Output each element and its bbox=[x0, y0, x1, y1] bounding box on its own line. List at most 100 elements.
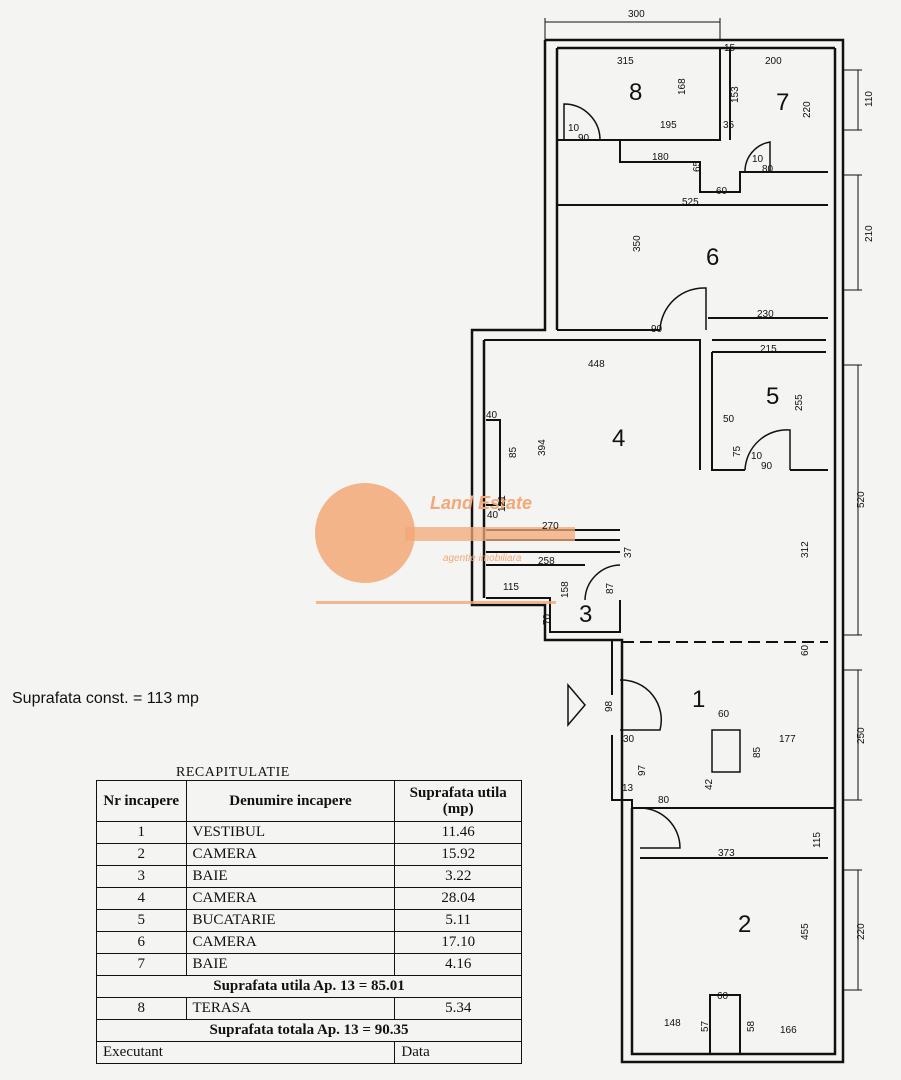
dimension-label: 97 bbox=[637, 764, 648, 776]
dimension-label: 312 bbox=[800, 541, 811, 558]
dimension-label: 455 bbox=[800, 923, 811, 940]
executant-label: Executant bbox=[95, 1041, 396, 1064]
interior-walls bbox=[484, 48, 835, 1054]
dimension-label: 57 bbox=[700, 1020, 711, 1032]
subtotal-text: Suprafata utila Ap. 13 = 85.01 bbox=[96, 975, 522, 998]
dimension-label: 255 bbox=[794, 394, 805, 411]
room-name: CAMERA bbox=[185, 843, 396, 866]
dimension-label: 60 bbox=[717, 991, 729, 1002]
dimension-label: 58 bbox=[746, 1020, 757, 1032]
dimension-label: 60 bbox=[800, 644, 811, 656]
dimension-label: 153 bbox=[730, 86, 741, 103]
watermark-subtitle: agentie imobiliara bbox=[443, 553, 522, 564]
dimension-label: 87 bbox=[605, 582, 616, 594]
table-row: 6 CAMERA 17.10 bbox=[96, 931, 522, 954]
dimension-label: 13 bbox=[622, 783, 634, 794]
dimension-label: 40 bbox=[486, 410, 498, 421]
recap-title: RECAPITULATIE bbox=[176, 765, 290, 780]
dimension-label: 195 bbox=[660, 120, 677, 131]
construction-surface-text: Suprafata const. = 113 mp bbox=[12, 690, 199, 707]
room-name: VESTIBUL bbox=[185, 821, 396, 844]
room-name: CAMERA bbox=[185, 931, 396, 954]
room-number: 6 bbox=[706, 244, 719, 271]
dimension-label: 525 bbox=[682, 197, 699, 208]
dimension-label: 10 bbox=[751, 451, 763, 462]
room-name: CAMERA bbox=[185, 887, 396, 910]
dimension-label: 373 bbox=[718, 848, 735, 859]
date-label: Data bbox=[394, 1041, 522, 1064]
dimension-label: 10 bbox=[568, 123, 580, 134]
room-number: 1 bbox=[692, 686, 705, 713]
dimension-labels: 300 15 315 200 168 153 220 110 195 35 10… bbox=[486, 9, 875, 1036]
table-header-row: Nr incapere Denumire incapere Suprafata … bbox=[96, 780, 522, 822]
room-labels: 1 2 3 4 5 6 7 8 bbox=[579, 79, 789, 938]
dimension-label: 40 bbox=[487, 510, 499, 521]
dimension-label: 350 bbox=[632, 235, 643, 252]
outer-walls bbox=[470, 38, 845, 1064]
dimension-label: 80 bbox=[762, 164, 774, 175]
table-row: 8 TERASA 5.34 bbox=[96, 997, 522, 1020]
dimension-label: 90 bbox=[578, 133, 590, 144]
dimension-label: 80 bbox=[658, 795, 670, 806]
room-name: TERASA bbox=[185, 997, 396, 1020]
header-area: Suprafata utila (mp) bbox=[394, 780, 522, 822]
dimension-label: 300 bbox=[628, 9, 645, 20]
dimension-label: 15 bbox=[724, 43, 736, 54]
room-number: 5 bbox=[766, 383, 779, 410]
dimension-label: 315 bbox=[617, 56, 634, 67]
dimension-label: 158 bbox=[560, 581, 571, 598]
room-nr: 8 bbox=[96, 997, 187, 1020]
room-name: BAIE bbox=[185, 865, 396, 888]
table-row: 3 BAIE 3.22 bbox=[96, 865, 522, 888]
table-row: 2 CAMERA 15.92 bbox=[96, 843, 522, 866]
dimension-label: 70 bbox=[542, 613, 553, 625]
watermark-brand: Land Estate bbox=[430, 493, 532, 513]
dimension-label: 121 bbox=[497, 495, 508, 512]
door-swings bbox=[563, 103, 791, 849]
room-number: 8 bbox=[629, 79, 642, 106]
room-nr: 6 bbox=[96, 931, 187, 954]
room-area: 3.22 bbox=[394, 865, 522, 888]
dimension-label: 30 bbox=[623, 734, 635, 745]
dimension-label: 148 bbox=[664, 1018, 681, 1029]
room-area: 4.16 bbox=[394, 953, 522, 976]
dimension-label: 60 bbox=[718, 709, 730, 720]
total-text: Suprafata totala Ap. 13 = 90.35 bbox=[96, 1019, 522, 1042]
dimension-label: 270 bbox=[542, 521, 559, 532]
room-number: 7 bbox=[776, 89, 789, 116]
dimension-label: 90 bbox=[651, 324, 663, 335]
dimension-label: 110 bbox=[864, 91, 875, 107]
watermark-logo: Land Estate agentie imobiliara bbox=[315, 483, 575, 604]
dimension-label: 394 bbox=[537, 439, 548, 456]
dimension-label: 258 bbox=[538, 556, 555, 567]
dimension-label: 115 bbox=[503, 582, 519, 593]
dimension-label: 180 bbox=[652, 152, 669, 163]
dimension-label: 42 bbox=[704, 778, 715, 790]
room-area: 28.04 bbox=[394, 887, 522, 910]
subtotal-row: Suprafata utila Ap. 13 = 85.01 bbox=[96, 975, 522, 998]
executant-row: Executant Data bbox=[95, 1041, 522, 1064]
dimension-label: 90 bbox=[761, 461, 773, 472]
dimension-label: 168 bbox=[677, 78, 688, 95]
room-number: 2 bbox=[738, 911, 751, 938]
window-marks bbox=[544, 18, 862, 991]
dimension-label: 220 bbox=[802, 101, 813, 118]
room-name: BUCATARIE bbox=[185, 909, 396, 932]
table-row: 1 VESTIBUL 11.46 bbox=[96, 821, 522, 844]
header-name: Denumire incapere bbox=[185, 780, 396, 822]
recap-table: Nr incapere Denumire incapere Suprafata … bbox=[95, 780, 522, 1064]
table-row: 7 BAIE 4.16 bbox=[96, 953, 522, 976]
dimension-label: 215 bbox=[760, 344, 777, 355]
dimension-label: 85 bbox=[508, 446, 519, 458]
dimension-label: 65 bbox=[692, 160, 703, 172]
dimension-label: 177 bbox=[779, 734, 796, 745]
dimension-label: 448 bbox=[588, 359, 605, 370]
room-area: 15.92 bbox=[394, 843, 522, 866]
room-area: 11.46 bbox=[394, 821, 522, 844]
dimension-label: 75 bbox=[732, 445, 743, 457]
room-area: 5.34 bbox=[394, 997, 522, 1020]
dimension-label: 85 bbox=[752, 746, 763, 758]
room-number: 3 bbox=[579, 601, 592, 628]
dimension-label: 210 bbox=[864, 225, 875, 242]
